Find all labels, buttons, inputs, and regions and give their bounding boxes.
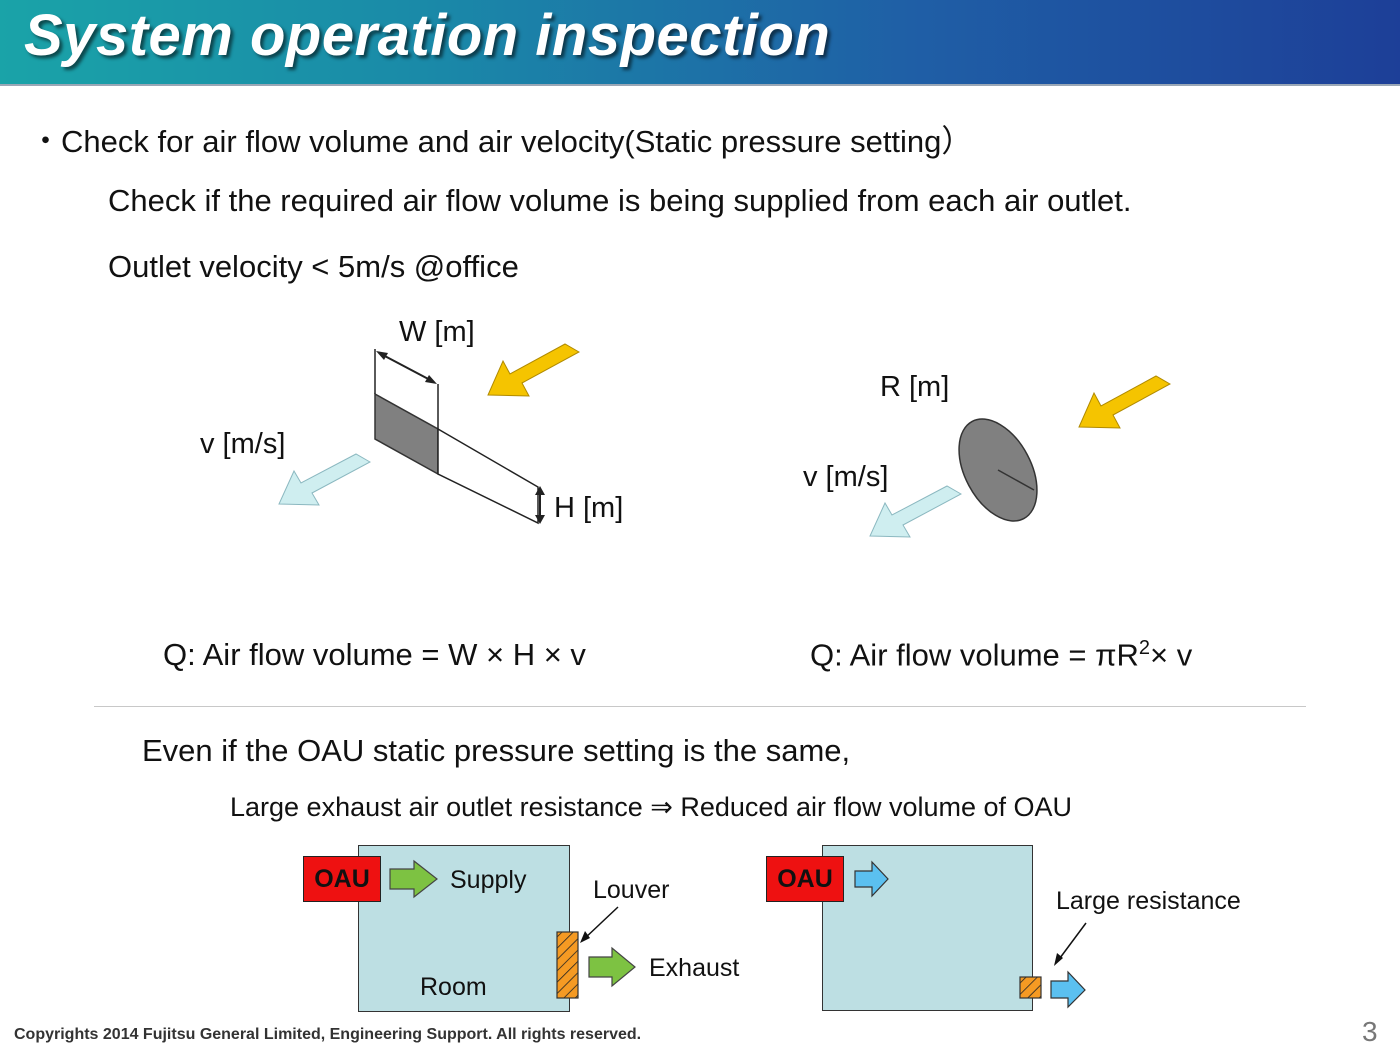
page-title: System operation inspection [24,3,831,68]
page-number: 3 [1362,1016,1378,1047]
round-v-label: v [m/s] [803,461,889,493]
exhaust-arrow-icon [588,946,636,988]
oau-box-right: OAU [766,856,844,902]
w-dimension-arrow [378,352,435,383]
rect-v-label: v [m/s] [200,428,286,460]
round-formula-prefix: Q: Air flow volume = πR [810,637,1139,673]
supply-arrow-icon [389,859,438,899]
large-resistance-label: Large resistance [1056,887,1241,915]
round-formula: Q: Air flow volume = πR2× v [810,637,1192,673]
rect-formula: Q: Air flow volume = W × H × v [163,637,586,672]
exhaust-label: Exhaust [649,954,740,982]
yellow-flow-arrow [487,343,581,397]
h-label: H [m] [554,492,624,524]
bullet-heading: ・Check for air flow volume and air veloc… [30,124,973,159]
rect-outlet-duct [437,427,539,525]
copyright-footer: Copyrights 2014 Fujitsu General Limited,… [14,1026,642,1043]
louver-pointer [582,906,619,941]
title-bar [0,0,1400,84]
supply-label: Supply [450,866,527,894]
lower-heading: Even if the OAU static pressure setting … [142,733,851,768]
title-underline [0,84,1400,86]
oau-box-left: OAU [303,856,381,902]
round-formula-sup: 2 [1138,637,1151,659]
exhaust-arrow-right-icon [1050,970,1086,1009]
section-divider [94,706,1306,707]
louver-left [556,931,579,999]
round-formula-suffix: × v [1150,637,1193,673]
required-flow-text: Check if the required air flow volume is… [108,183,1132,218]
radius-line [997,469,1035,491]
lower-subheading: Large exhaust air outlet resistance ⇒ Re… [230,792,1073,822]
room-label: Room [420,973,487,1001]
outlet-velocity-text: Outlet velocity < 5m/s @office [108,249,519,284]
light-flow-arrow-right [869,485,963,538]
louver-right [1019,976,1042,999]
louver-label: Louver [593,876,670,904]
r-label: R [m] [880,371,950,403]
light-flow-arrow [278,453,372,506]
supply-arrow-right-icon [854,860,889,898]
w-label: W [m] [399,316,475,348]
resistance-pointer [1056,922,1087,963]
yellow-flow-arrow-right [1078,375,1172,429]
